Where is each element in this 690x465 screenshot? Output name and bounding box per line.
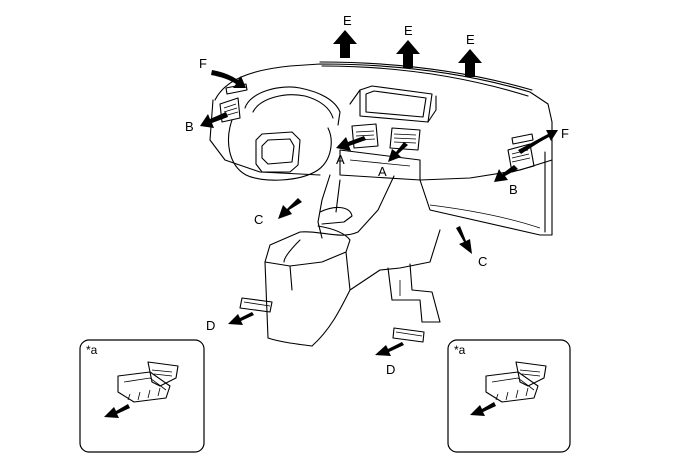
arrow-e-3: [458, 49, 482, 77]
label-e-2: E: [404, 23, 413, 38]
arrow-d-right: [375, 342, 404, 356]
inset-left: *a: [79, 339, 205, 453]
duct-part-right: [485, 361, 547, 403]
duct-part-left: [117, 361, 179, 403]
callout-labels: E E E F F B B A A C C D D: [185, 13, 569, 377]
arrow-f-left: [211, 70, 246, 88]
label-e-1: E: [343, 13, 352, 28]
arrow-d-left: [228, 312, 254, 325]
label-a-right: A: [378, 164, 387, 179]
label-d-left: D: [206, 318, 215, 333]
label-a-left: A: [336, 152, 345, 167]
arrow-b-right: [494, 165, 518, 182]
inset-left-label: *a: [86, 343, 98, 357]
inset-right: *a: [447, 339, 571, 453]
label-c-right: C: [478, 254, 487, 269]
label-b-left: B: [185, 119, 194, 134]
label-f-right: F: [561, 126, 569, 141]
arrow-a-right: [388, 142, 408, 162]
arrow-c-right: [456, 226, 472, 254]
airflow-arrows: [200, 30, 558, 356]
inset-right-label: *a: [454, 343, 466, 357]
arrow-a-left: [336, 136, 366, 151]
label-c-left: C: [254, 212, 263, 227]
label-b-right: B: [509, 182, 518, 197]
inset-right-arrow: [470, 402, 496, 416]
arrow-f-right: [518, 130, 558, 154]
arrow-e-2: [396, 40, 420, 68]
arrow-c-left: [278, 198, 302, 219]
label-d-right: D: [386, 362, 395, 377]
arrow-b-left: [200, 112, 228, 128]
label-f-left: F: [199, 56, 207, 71]
inset-left-arrow: [104, 404, 130, 418]
label-e-3: E: [466, 32, 475, 47]
instrument-panel-drawing: [209, 61, 553, 347]
arrow-e-1: [333, 30, 357, 58]
